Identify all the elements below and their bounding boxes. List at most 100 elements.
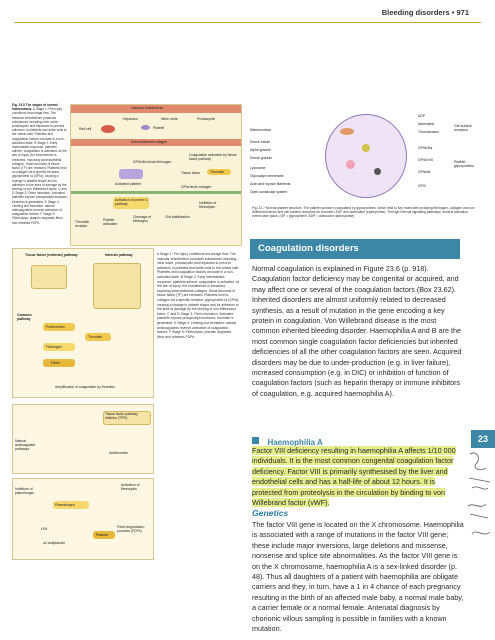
subendothelial-band: [71, 139, 241, 146]
label-tfpi: Tissue factor pathway inhibitor (TFPI): [105, 412, 138, 420]
label-fibrinogen: Fibrinogen: [46, 345, 63, 349]
label-nitric-oxide: Nitric oxide: [161, 117, 178, 121]
platelet-structure-figure: Mitochondrion Dense tubule Alpha granule…: [250, 110, 480, 202]
protein-c-box: [113, 197, 149, 209]
platelet-figure-caption: Fig. 23.7 Normal platelet structure. The…: [252, 206, 475, 219]
label-fibrin: Fibrin: [51, 361, 60, 365]
paragraph-1-text: Normal coagulation is explained in Figur…: [252, 264, 462, 398]
label-lysosome: Lysosome: [250, 166, 266, 170]
figure-caption-title: Fig. 23.5 The stages of normal haemostas…: [12, 103, 58, 112]
figure-caption-text: A Stage 1: Pre-injury conditions encoura…: [12, 107, 68, 225]
haemophilia-paragraph: Factor VIII deficiency resulting in haem…: [252, 446, 464, 508]
fibrin-box: [43, 359, 75, 367]
plasmin-box: [93, 531, 115, 539]
figure-caption-continued: A Stage 1: Pre-injury conditions encoura…: [157, 252, 239, 552]
label-clot-stabilisation: Clot stabilisation: [165, 215, 190, 219]
label-gpvi: GPVI: [418, 184, 427, 188]
label-tissue-factor-pathway: Tissue factor (extrinsic) pathway: [25, 253, 78, 257]
lysosome-icon: [346, 160, 355, 169]
label-platelet-glycoproteins: Platelet glycoproteins: [454, 160, 474, 168]
label-platelet-activation: Platelet activation: [103, 218, 118, 226]
platelet-icon: [141, 125, 150, 130]
label-gp1a2a: GPIa/IIa: [418, 170, 431, 174]
label-thrombin-2: Thrombin: [88, 335, 103, 339]
fibrinogen-box: [43, 343, 75, 351]
label-antithrombin: Antithrombin: [109, 451, 129, 455]
label-plasmin: Plasmin: [96, 533, 109, 537]
label-actin: Actin and myosin filaments: [250, 182, 291, 186]
figure-caption-continued-text: A Stage 1: Pre-injury conditions encoura…: [157, 252, 239, 339]
label-cleavage: Cleavage of fibrinogen: [133, 215, 152, 223]
label-inhibition: Inhibition of fibrinolysis: [199, 201, 217, 209]
label-plasminogen: Plasminogen: [55, 503, 75, 507]
label-dense-granule: Dense granule: [250, 156, 273, 160]
tfpi-box: [103, 411, 151, 425]
label-tissue-factor: Tissue factor: [181, 171, 201, 175]
label-mitochondrion: Mitochondrion: [250, 128, 272, 132]
genetics-paragraph-text: The factor VIII gene is located on the X…: [252, 520, 464, 634]
haemostasis-diagram-top: Vascular endothelium Heparans Nitric oxi…: [70, 104, 242, 246]
handwritten-annotation: [467, 452, 491, 535]
thrombin-box-2: [85, 333, 111, 341]
prothrombin-box: [43, 323, 75, 331]
label-alpha-granule: Alpha granule: [250, 148, 271, 152]
label-thromboxane: Thromboxane: [418, 130, 439, 134]
activation-band: [71, 191, 241, 194]
label-heparans: Heparans: [123, 117, 138, 121]
label-cell-surface-receptors: Cell surface receptors: [454, 124, 472, 132]
figure-caption: Fig. 23.5 The stages of normal haemostas…: [12, 103, 68, 243]
platelet-cell: [325, 114, 407, 198]
label-gp1b: GPIb/IIIa binds fibrinogen: [133, 160, 172, 164]
genetics-paragraph: The factor VIII gene is located on the X…: [252, 520, 464, 634]
label-coag-activation: Coagulation activation by tissue factor …: [189, 153, 237, 161]
genetics-heading: Genetics: [252, 508, 289, 518]
label-gp2b3a: GPIIb/IIIa: [418, 146, 433, 150]
coagulation-cascade-diagram: Tissue factor (extrinsic) pathway Intrin…: [12, 248, 154, 398]
anticoagulant-diagram: Natural anticoagulant pathways Tissue fa…: [12, 404, 154, 474]
section-paragraph-1: Normal coagulation is explained in Figur…: [252, 264, 464, 399]
label-red-cell: Red cell: [79, 127, 92, 131]
endothelium-band: [71, 105, 241, 113]
label-common-pathway: Common pathway: [17, 313, 32, 321]
label-pai: Inhibitors of plasminogen: [15, 487, 35, 495]
label-prothrombin: Prothrombin: [46, 325, 65, 329]
mitochondrion-icon: [340, 128, 354, 135]
haemophilia-heading-row: Haemophilia A: [252, 432, 464, 447]
haemophilia-bullet-icon: [252, 437, 259, 445]
fibrinolysis-diagram: Inhibitors of plasminogen Activation of …: [12, 478, 154, 560]
haemophilia-heading: Haemophilia A: [267, 438, 323, 447]
label-vascular-endothelium: Vascular endothelium: [131, 106, 164, 110]
label-thrombin: Thrombin: [210, 170, 225, 174]
tf-box: [31, 265, 67, 289]
label-fdp: Fibrin degradation products (FDPs): [117, 525, 145, 533]
label-prostacyclin: Prostacyclin: [197, 117, 216, 121]
label-activated-platelet: Activated platelet: [115, 182, 141, 186]
label-open-canalicular: Open canalicular system: [250, 190, 288, 194]
activated-platelet-icon: [119, 169, 143, 179]
label-tpa: t-PA: [41, 527, 48, 531]
red-cell-icon: [101, 125, 115, 133]
label-dense-tubule: Dense tubule: [250, 140, 270, 144]
plasminogen-box: [53, 501, 89, 509]
label-subendothelial: Subendothelial collagen: [131, 140, 168, 144]
label-adp: ADP: [418, 114, 425, 118]
intrinsic-box: [93, 263, 141, 309]
chapter-tab: 23: [471, 430, 495, 448]
thrombin-box: [207, 169, 231, 175]
dense-granule-icon: [374, 168, 381, 175]
header-rule: [14, 22, 481, 23]
haemophilia-paragraph-text: Factor VIII deficiency resulting in haem…: [252, 446, 456, 508]
section-heading-coagulation-disorders: Coagulation disorders: [250, 239, 460, 259]
label-natural-anticoag: Natural anticoagulant pathways: [15, 439, 36, 451]
label-gp1a: GPIa binds collagen: [181, 185, 212, 189]
label-gp1b5-9: GPIb/V/IX: [418, 158, 434, 162]
label-adrenaline: Adrenaline: [418, 122, 435, 126]
label-activation-protein: Activation of protein C pathway: [115, 198, 149, 206]
running-header: Bleeding disorders • 971: [381, 8, 469, 17]
label-thrombin-receptor: Thrombin receptor: [75, 220, 90, 228]
label-glycocalyx: Glycocalyx membrane: [250, 174, 284, 178]
label-alpha2: α2-antiplasmin: [43, 541, 66, 545]
label-platelet: Platelet: [153, 126, 165, 130]
granule-icon: [362, 144, 370, 152]
label-amplification: Amplification of coagulation by thrombin: [55, 385, 115, 389]
